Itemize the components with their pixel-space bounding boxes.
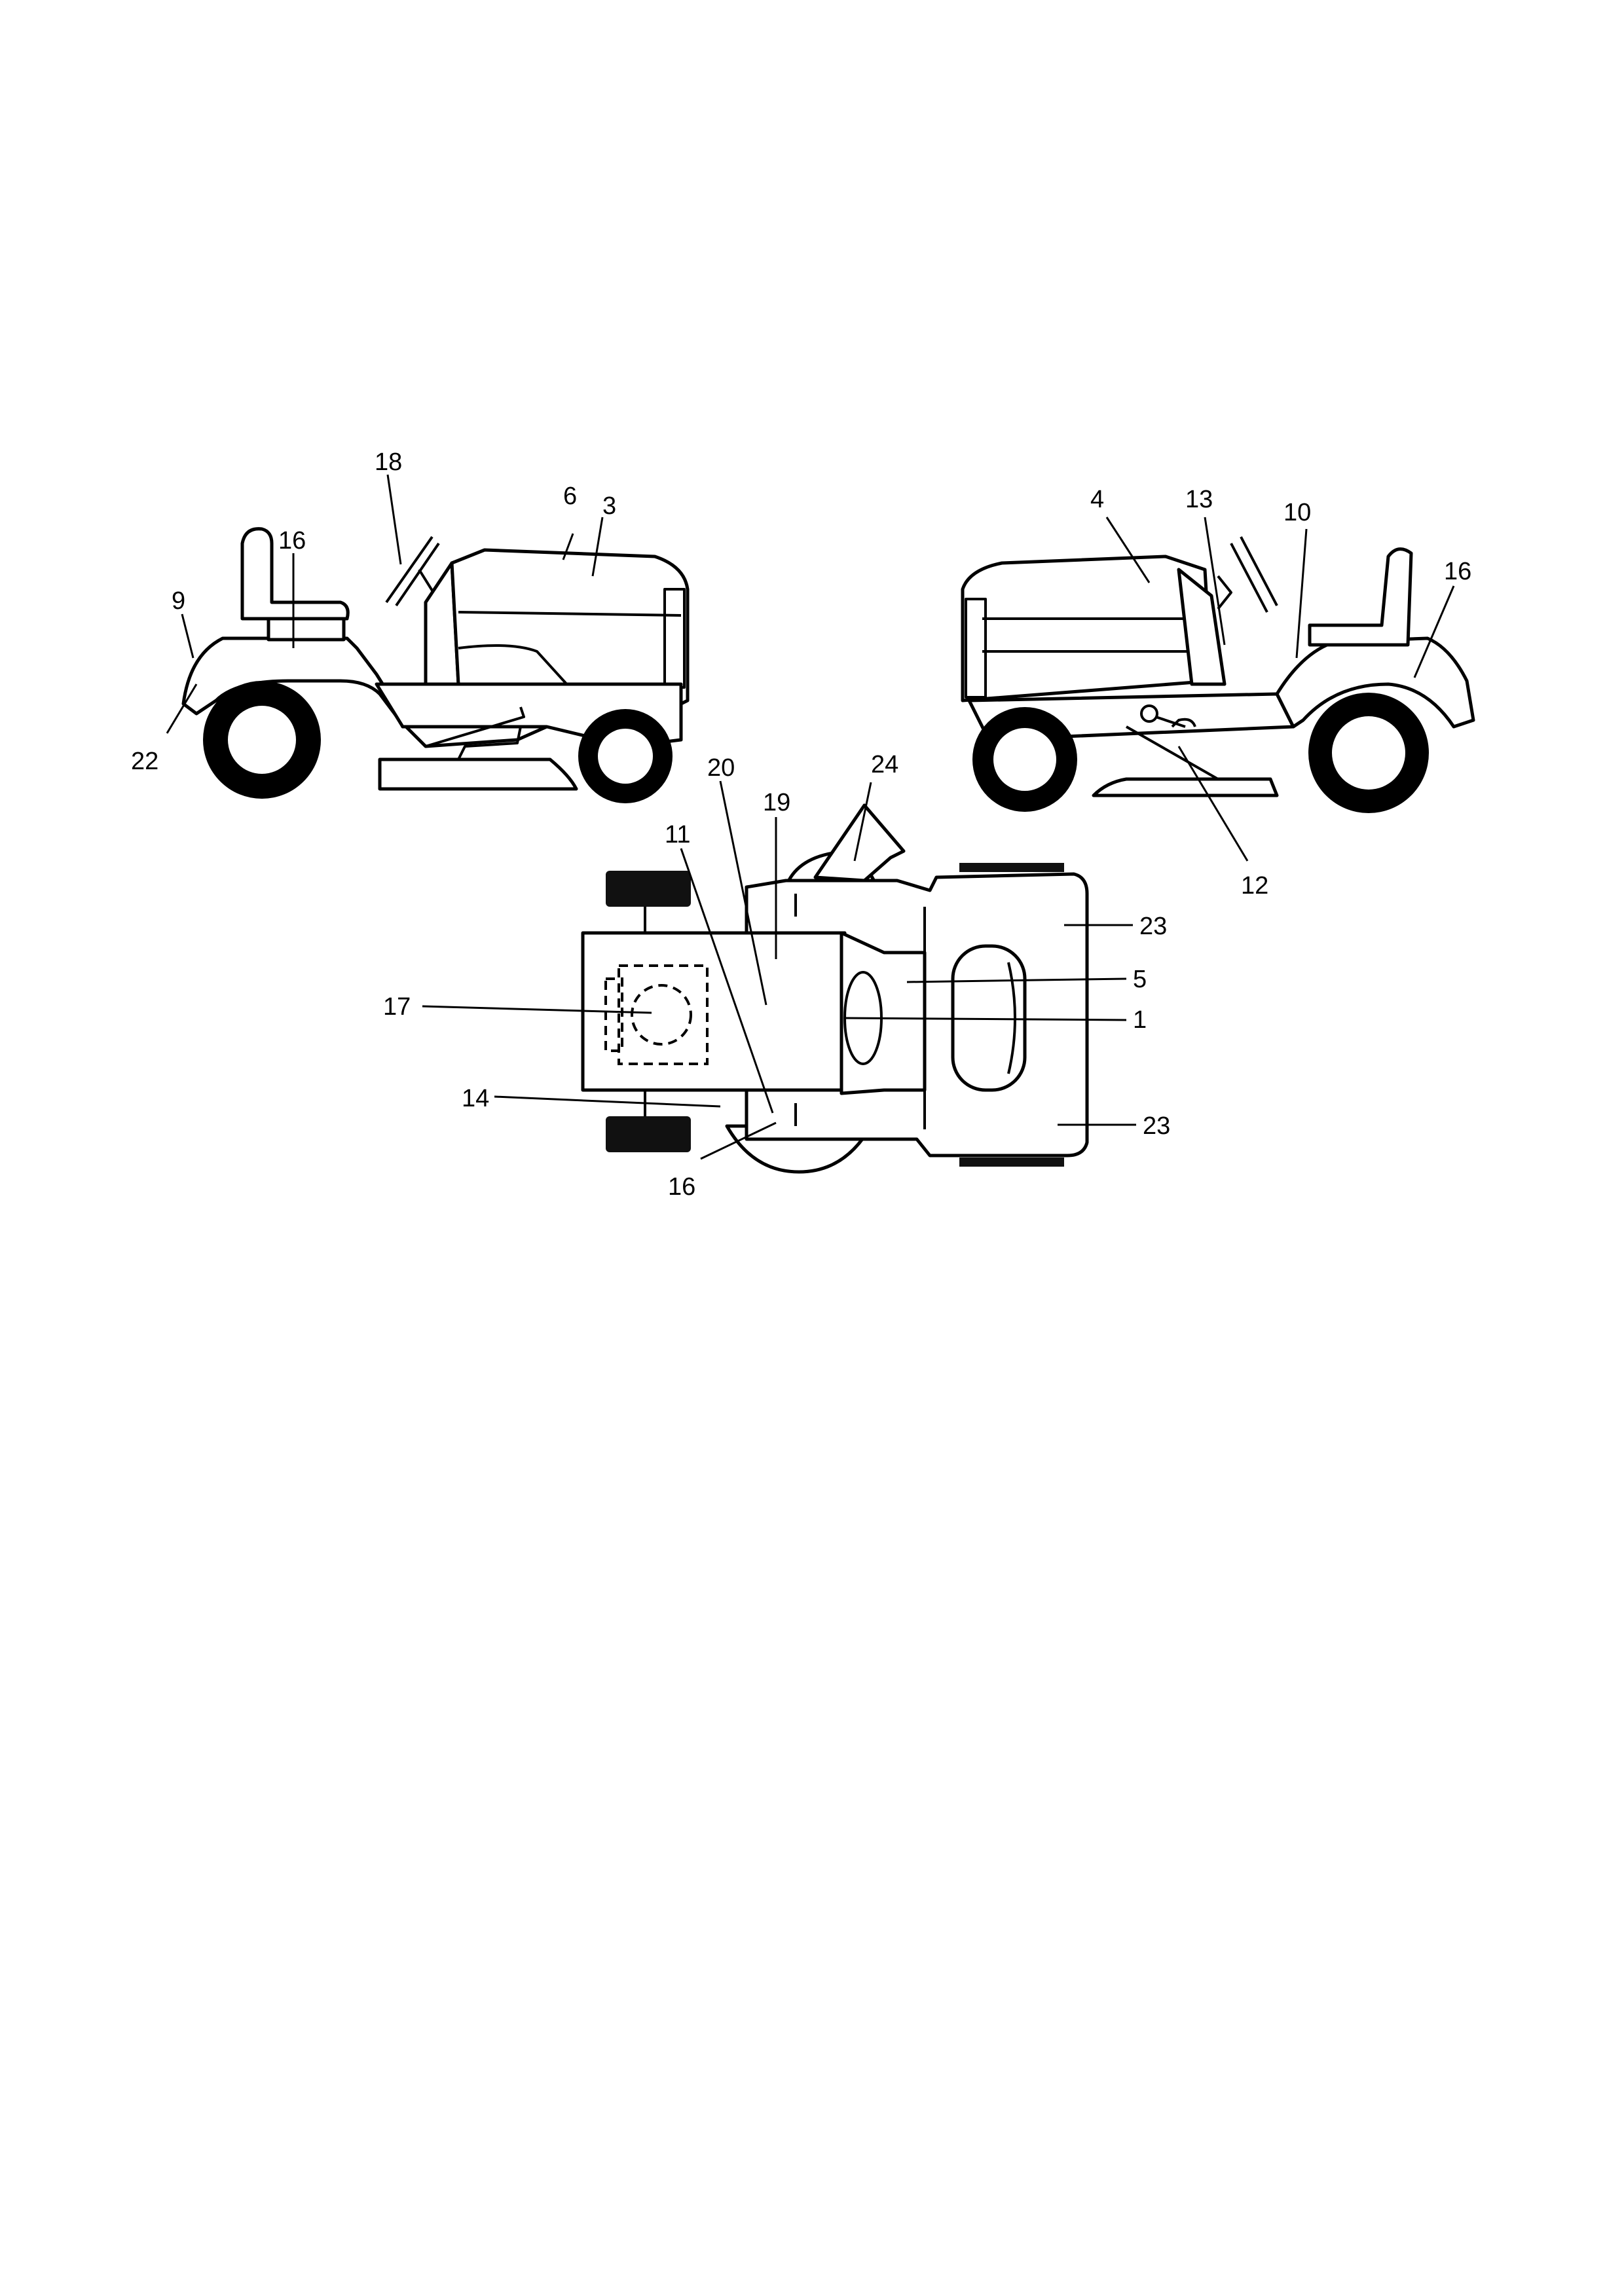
discharge-chute xyxy=(813,803,906,883)
callout-5: 5 xyxy=(1133,966,1147,993)
mower-deck xyxy=(1092,777,1279,797)
seat-outline xyxy=(618,964,709,1065)
callout-11: 11 xyxy=(665,821,690,848)
callout-6: 6 xyxy=(563,483,577,510)
callout-14: 14 xyxy=(462,1085,489,1112)
callout-3: 3 xyxy=(602,492,616,520)
tractor-right-side-view: 4 13 10 16 12 xyxy=(961,486,1475,900)
mower-deck xyxy=(378,757,578,791)
hood xyxy=(450,548,690,709)
callout-16-left: 16 xyxy=(278,527,306,555)
callout-20: 20 xyxy=(707,754,735,782)
seat-base xyxy=(267,617,346,642)
callout-1: 1 xyxy=(1133,1006,1147,1034)
rear-fender xyxy=(1275,636,1475,729)
callout-22: 22 xyxy=(131,748,158,775)
callout-10: 10 xyxy=(1283,499,1311,526)
tractor-top-view: 20 19 24 11 17 14 16 23 5 1 23 xyxy=(383,751,1170,1201)
callout-13: 13 xyxy=(1185,486,1213,513)
rear-tire-top xyxy=(606,871,691,907)
callout-16-right: 16 xyxy=(1444,558,1471,585)
seat xyxy=(1308,547,1413,647)
callout-23-bottom: 23 xyxy=(1143,1112,1170,1140)
front-tire-top xyxy=(959,863,1064,872)
callout-17: 17 xyxy=(383,993,411,1021)
steering-wheel xyxy=(385,536,434,604)
seat xyxy=(240,527,350,621)
callout-9: 9 xyxy=(172,587,185,615)
tractor-left-side-view: 18 6 3 16 9 22 xyxy=(131,448,690,803)
hood xyxy=(961,555,1213,702)
callout-16-top: 16 xyxy=(668,1173,695,1201)
callout-19: 19 xyxy=(763,789,790,816)
callout-12: 12 xyxy=(1241,872,1268,900)
rear-tire-bottom xyxy=(606,1116,691,1152)
callout-18: 18 xyxy=(375,448,402,476)
callout-23-top: 23 xyxy=(1139,913,1167,940)
callout-4: 4 xyxy=(1090,486,1104,513)
callout-24: 24 xyxy=(871,751,898,778)
front-tire-bottom xyxy=(959,1157,1064,1167)
dash-pillar xyxy=(1177,568,1227,686)
